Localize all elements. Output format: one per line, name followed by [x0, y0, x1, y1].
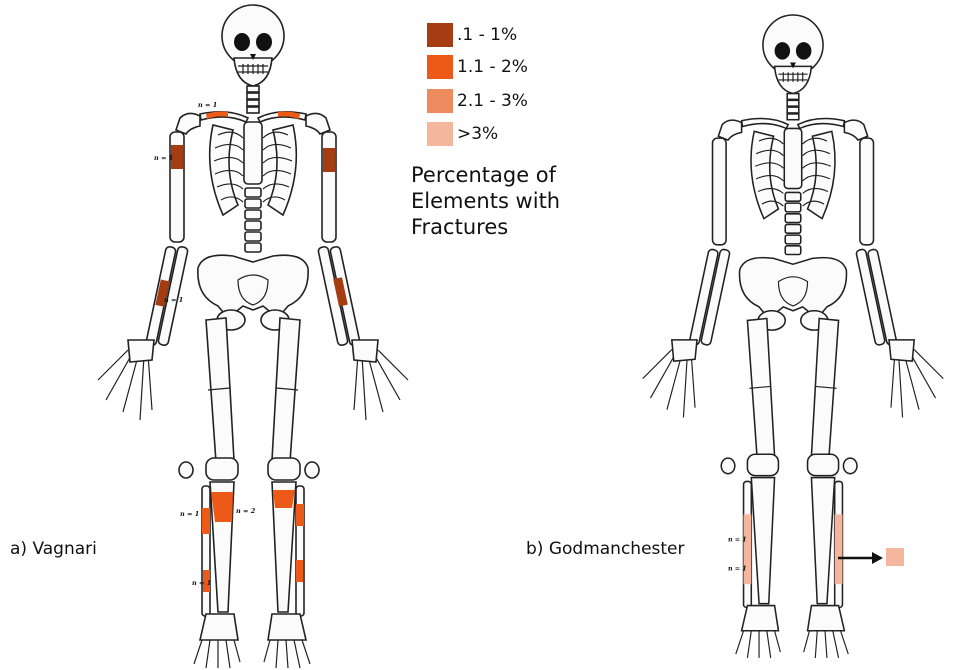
legend-item: 1.1 - 2% — [427, 54, 528, 80]
legend-label: >3% — [457, 124, 498, 144]
right-hand — [352, 340, 408, 420]
legend-title-line: Fractures — [411, 214, 560, 240]
feet — [194, 614, 310, 668]
legend-item: .1 - 1% — [427, 22, 517, 48]
annotation-n: n = 1 — [164, 296, 183, 304]
legend-item: >3% — [427, 121, 498, 147]
annotation-n: n = 1 — [192, 579, 211, 587]
annotation-n: n = 1 — [180, 510, 199, 518]
legend-item: 2.1 - 3% — [427, 88, 528, 114]
annotation-n: n = 1 — [728, 537, 747, 544]
fracture-right-fibula-upper — [296, 504, 304, 526]
fracture-right-fibula-lower — [296, 560, 303, 582]
skull — [222, 5, 284, 86]
legend-title-line: Elements with — [411, 188, 560, 214]
fracture-right-tibia — [273, 490, 295, 508]
annotation-n: n = 1 — [728, 566, 747, 573]
arrow-icon — [838, 550, 884, 566]
fracture-right-humerus — [323, 148, 335, 172]
legend-label: 2.1 - 3% — [457, 91, 528, 111]
panel-label-godmanchester: b) Godmanchester — [526, 539, 685, 559]
fracture-left-fibula — [744, 514, 752, 584]
legend-label: 1.1 - 2% — [457, 57, 528, 77]
legend-title-line: Percentage of — [411, 162, 560, 188]
legend-swatch — [427, 122, 453, 146]
legend-label: .1 - 1% — [457, 25, 517, 45]
fracture-left-fibula-upper — [202, 508, 210, 534]
legend-swatch — [427, 23, 453, 47]
legend-swatch — [427, 55, 453, 79]
panel-label-vagnari: a) Vagnari — [10, 539, 97, 559]
skeleton-vagnari: n = 1 n = 1 n = 1 n = 1 n = 2 n = 1 — [88, 0, 418, 670]
left-hand — [98, 340, 154, 420]
callout-swatch — [886, 548, 904, 566]
legend-swatch — [427, 89, 453, 113]
cervical-spine — [247, 86, 259, 113]
lumbar-spine — [245, 188, 261, 252]
skeleton-godmanchester: n = 1 n = 1 — [633, 0, 953, 670]
legend-title: Percentage of Elements with Fractures — [411, 162, 560, 240]
annotation-n: n = 1 — [154, 154, 173, 162]
annotation-n: n = 2 — [236, 507, 256, 515]
annotation-n: n = 1 — [198, 101, 217, 109]
